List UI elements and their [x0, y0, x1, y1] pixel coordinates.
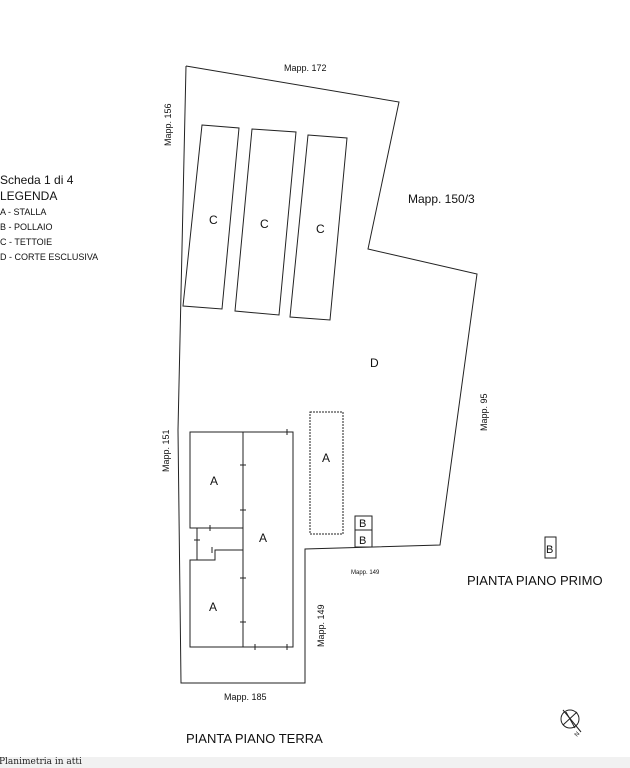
- shed-c1-outline: [182, 124, 240, 310]
- area-b1-label: B: [359, 518, 366, 530]
- label-mapp-151: Mapp. 151: [161, 429, 171, 472]
- area-a-top-left-label: A: [210, 474, 218, 488]
- area-c3-label: C: [316, 222, 325, 236]
- label-mapp-172: Mapp. 172: [284, 63, 327, 73]
- area-c1-label: C: [209, 213, 218, 227]
- stable-main-outline: [243, 431, 294, 648]
- henhouse-b2-outline: [354, 529, 373, 548]
- label-mapp-95: Mapp. 95: [479, 393, 489, 431]
- property-boundary: [177, 65, 478, 684]
- first-floor-title: PIANTA PIANO PRIMO: [467, 573, 603, 588]
- shed-c3-outline: [289, 134, 348, 321]
- area-a-bottom-left-label: A: [209, 600, 217, 614]
- sheet-number: Scheda 1 di 4: [0, 173, 74, 187]
- henhouse-first-floor-outline: [544, 536, 557, 559]
- label-mapp-149-small: Mapp. 149: [351, 570, 380, 576]
- label-mapp-185: Mapp. 185: [224, 692, 267, 702]
- area-c2-label: C: [260, 217, 269, 231]
- wall-ticks: [194, 429, 288, 650]
- label-mapp-156: Mapp. 156: [163, 103, 173, 146]
- label-mapp-149-vertical: Mapp. 149: [316, 604, 326, 647]
- area-b2-label: B: [359, 535, 366, 547]
- area-d-label: D: [370, 356, 379, 370]
- shed-c2-outline: [234, 128, 297, 316]
- legend-item-tettoie: C - TETTOIE: [0, 237, 53, 247]
- legend-item-stalla: A - STALLA: [0, 207, 47, 217]
- compass-north-label: N: [574, 731, 581, 738]
- compass-icon: [560, 709, 582, 733]
- area-a-small-label: A: [322, 451, 330, 465]
- footer-caption: Planimetria in atti: [0, 757, 82, 767]
- area-b-first-floor-label: B: [546, 544, 553, 556]
- footer-bar: Planimetria in atti: [0, 757, 630, 768]
- legend-title: LEGENDA: [0, 189, 58, 203]
- stable-small-outline: [309, 411, 344, 535]
- label-mapp-150-3: Mapp. 150/3: [408, 192, 475, 206]
- stable-bottom-left-outline: [189, 549, 243, 648]
- ground-floor-title: PIANTA PIANO TERRA: [186, 731, 323, 746]
- legend-item-corte: D - CORTE ESCLUSIVA: [0, 252, 99, 262]
- legend-item-pollaio: B - POLLAIO: [0, 222, 53, 232]
- legend: Scheda 1 di 4 LEGENDA A - STALLA B - POL…: [0, 172, 98, 265]
- area-a-main-label: A: [259, 531, 267, 545]
